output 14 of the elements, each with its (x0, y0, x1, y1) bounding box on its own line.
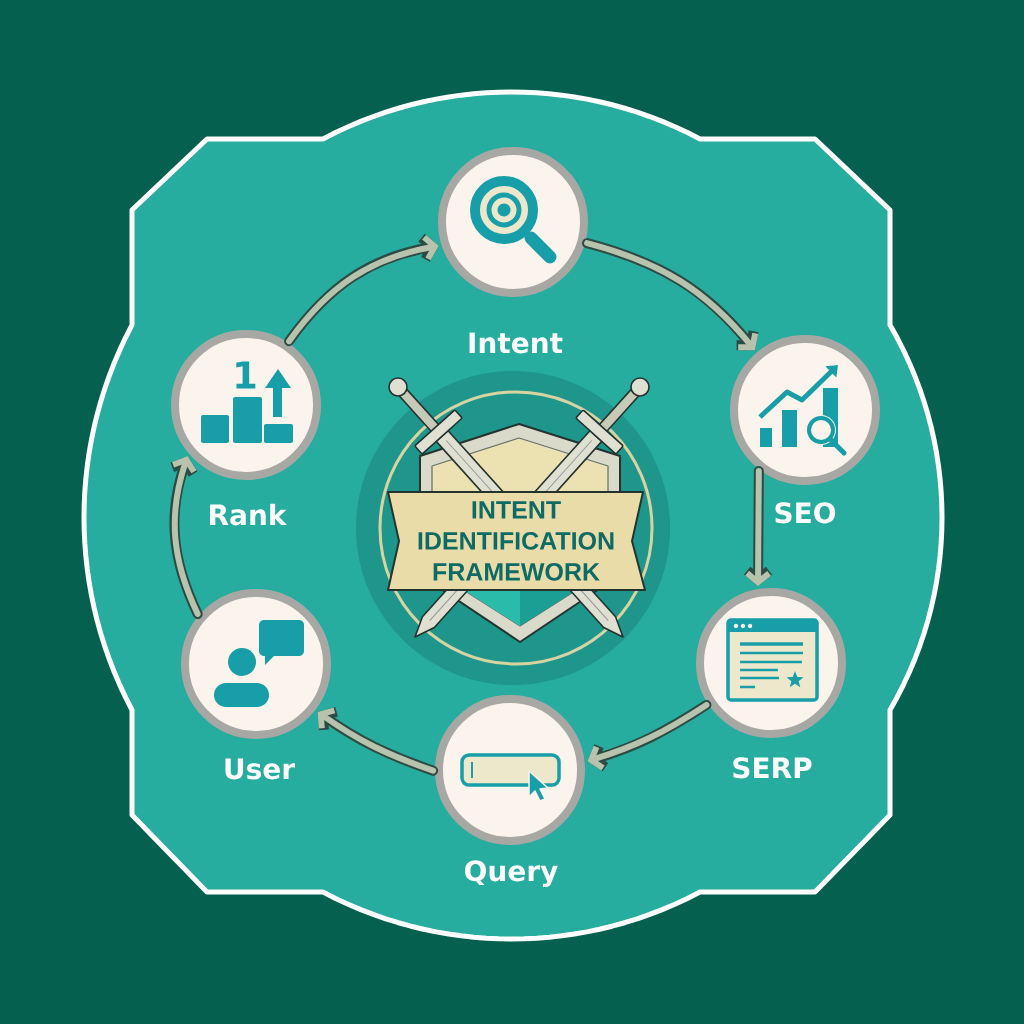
step-label: SERP (733, 757, 812, 779)
arrow (582, 238, 759, 351)
step-label: Query (465, 860, 558, 888)
step-label: User (225, 758, 295, 780)
podium-number: 1 (236, 361, 256, 389)
step-label: Rank (210, 503, 288, 526)
arrow (743, 466, 773, 587)
banner: INTENT IDENTIFICATION FRAMEWORK (387, 491, 646, 591)
arrow (284, 233, 439, 347)
arrow (587, 699, 712, 772)
step-label: SEO (775, 502, 836, 524)
arrow (169, 456, 203, 619)
arrow (317, 706, 439, 776)
step-label: Intent (469, 332, 563, 354)
